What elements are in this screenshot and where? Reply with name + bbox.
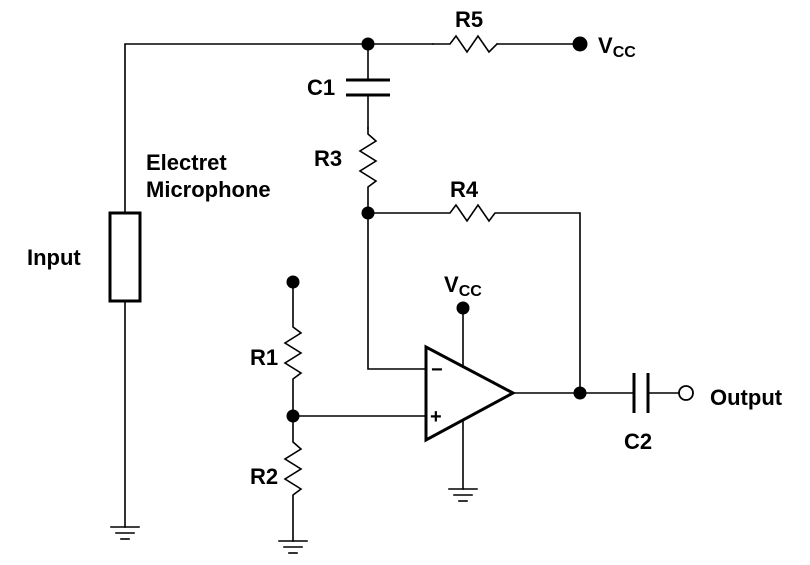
r4-label: R4 xyxy=(450,177,479,202)
c2-label: C2 xyxy=(624,429,652,454)
r2-ground-symbol xyxy=(278,540,308,554)
r3-resistor xyxy=(358,127,378,214)
electret-label-line1: Electret xyxy=(146,150,227,175)
vcc-top-label: VCC xyxy=(598,33,636,61)
r2-resistor xyxy=(283,415,303,542)
inverting-input-wire xyxy=(367,212,427,370)
r3-label: R3 xyxy=(314,146,342,171)
output-label: Output xyxy=(710,385,783,410)
r2-label: R2 xyxy=(250,464,278,489)
vcc-opamp-label: VCC xyxy=(444,272,482,300)
opamp-plus-sign: + xyxy=(430,406,442,428)
output-junction-dot xyxy=(573,386,587,400)
top-rail-wire xyxy=(124,43,581,214)
c2-capacitor xyxy=(632,373,680,413)
c1-label: C1 xyxy=(307,75,335,100)
opamp-vcc-terminal xyxy=(456,301,470,315)
opamp-triangle xyxy=(424,344,517,443)
mic-ground-symbol xyxy=(110,526,140,540)
output-terminal xyxy=(678,385,694,401)
r1-resistor xyxy=(283,281,303,417)
r5-label: R5 xyxy=(455,7,483,32)
r5-resistor xyxy=(432,34,499,54)
electret-label-line2: Microphone xyxy=(146,177,271,202)
input-label: Input xyxy=(27,245,81,270)
electret-microphone xyxy=(108,211,142,303)
r4-feedback-wire xyxy=(367,203,581,394)
opamp-minus-sign: − xyxy=(431,359,443,381)
vcc-top-terminal xyxy=(572,36,588,52)
c1-capacitor xyxy=(346,43,390,129)
r1-label: R1 xyxy=(250,345,278,370)
opamp-ground-symbol xyxy=(448,488,478,502)
